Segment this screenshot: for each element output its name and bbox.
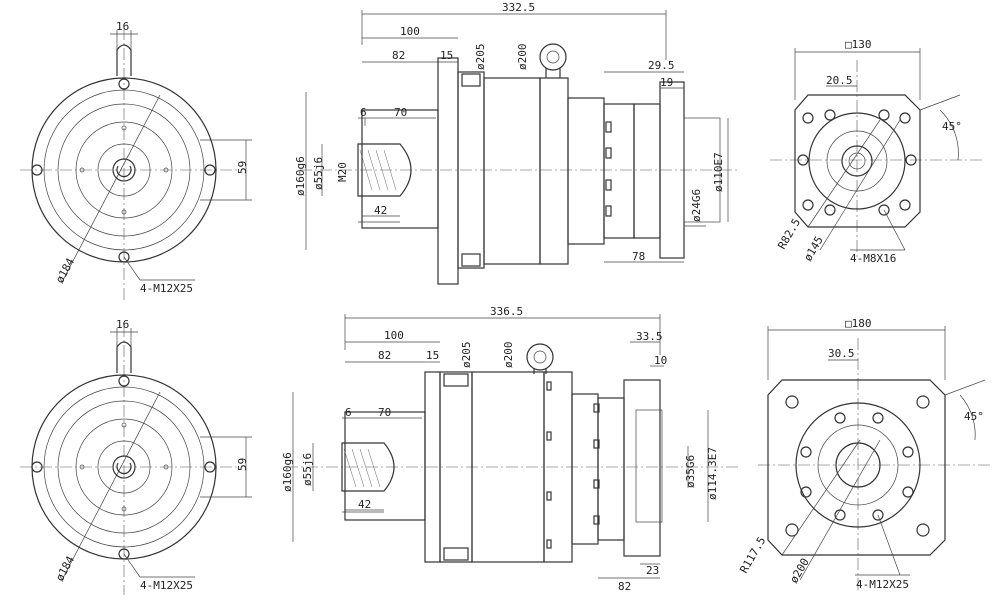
top-side-length-78: 78 (632, 250, 645, 263)
top-side-dia-55j6: ø55j6 (312, 157, 325, 190)
top-side-dia-110e7: ø110E7 (712, 152, 725, 192)
top-rear-offset: 20.5 (826, 74, 853, 87)
top-rear-square: □130 (845, 38, 872, 51)
bottom-side-length-42: 42 (358, 498, 371, 511)
bottom-side-flange-10: 10 (654, 354, 667, 367)
bottom-side-shaft-70: 70 (378, 406, 391, 419)
top-side-view: 332.5 100 82 15 ø205 ø200 29.5 19 6 70 ø… (294, 1, 740, 285)
bottom-rear-holes: 4-M12X25 (856, 578, 909, 591)
bottom-rear-pcd: ø200 (787, 556, 812, 585)
top-rear-radius: R82.5 (775, 216, 803, 251)
top-front-view: 16 59 ø184 4-M12X25 (20, 20, 252, 300)
top-side-thread-m20: M20 (336, 162, 349, 182)
top-side-dia-200: ø200 (516, 44, 529, 71)
top-front-offset: 59 (236, 161, 249, 174)
bottom-front-offset: 59 (236, 458, 249, 471)
bottom-side-length-15: 15 (426, 349, 439, 362)
bottom-side-length-100: 100 (384, 329, 404, 342)
bottom-front-holes: 4-M12X25 (140, 579, 193, 592)
bottom-side-key-6: 6 (345, 406, 352, 419)
bottom-rear-square: □180 (845, 317, 872, 330)
bottom-side-length-82: 82 (378, 349, 391, 362)
top-side-dia-24g6: ø24G6 (690, 189, 703, 222)
bottom-front-key-width: 16 (116, 318, 129, 331)
top-front-key-width: 16 (116, 20, 129, 33)
bottom-side-dia-114-3e7: ø114.3E7 (706, 447, 719, 500)
bottom-front-view: 16 59 ø184 4-M12X25 (20, 318, 252, 595)
top-front-holes: 4-M12X25 (140, 282, 193, 295)
top-rear-pcd: ø145 (801, 234, 826, 263)
bottom-side-length-82b: 82 (618, 580, 631, 593)
bottom-side-dia-35g6: ø35G6 (684, 455, 697, 488)
bottom-rear-view: □180 30.5 45° R117.5 ø200 4-M12X25 (737, 317, 990, 591)
top-side-length-82: 82 (392, 49, 405, 62)
top-side-dia-205: ø205 (474, 44, 487, 71)
top-rear-holes: 4-M8X16 (850, 252, 896, 265)
top-side-dia-160g6: ø160g6 (294, 156, 307, 196)
bottom-rear-angle: 45° (964, 410, 984, 423)
top-side-shaft-70: 70 (394, 106, 407, 119)
top-side-length-15: 15 (440, 49, 453, 62)
top-side-flange-29-5: 29.5 (648, 59, 675, 72)
top-side-total-length: 332.5 (502, 1, 535, 14)
top-rear-angle: 45° (942, 120, 962, 133)
bottom-side-dia-200: ø200 (502, 342, 515, 369)
bottom-side-view: 336.5 100 82 15 ø205 ø200 33.5 10 6 70 ø… (281, 305, 740, 593)
bottom-rear-offset: 30.5 (828, 347, 855, 360)
bottom-side-dia-55j6: ø55j6 (301, 453, 314, 486)
bottom-side-dia-205: ø205 (460, 342, 473, 369)
top-side-flange-19: 19 (660, 76, 673, 89)
bottom-rear-radius: R117.5 (737, 535, 768, 576)
bottom-side-flange-33-5: 33.5 (636, 330, 663, 343)
top-rear-view: □130 20.5 45° R82.5 ø145 4-M8X16 (770, 38, 985, 265)
top-side-key-6: 6 (360, 106, 367, 119)
bottom-side-total-length: 336.5 (490, 305, 523, 318)
bottom-side-length-23: 23 (646, 564, 659, 577)
top-side-length-100: 100 (400, 25, 420, 38)
bottom-side-dia-160g6: ø160g6 (281, 452, 294, 492)
top-side-length-42: 42 (374, 204, 387, 217)
